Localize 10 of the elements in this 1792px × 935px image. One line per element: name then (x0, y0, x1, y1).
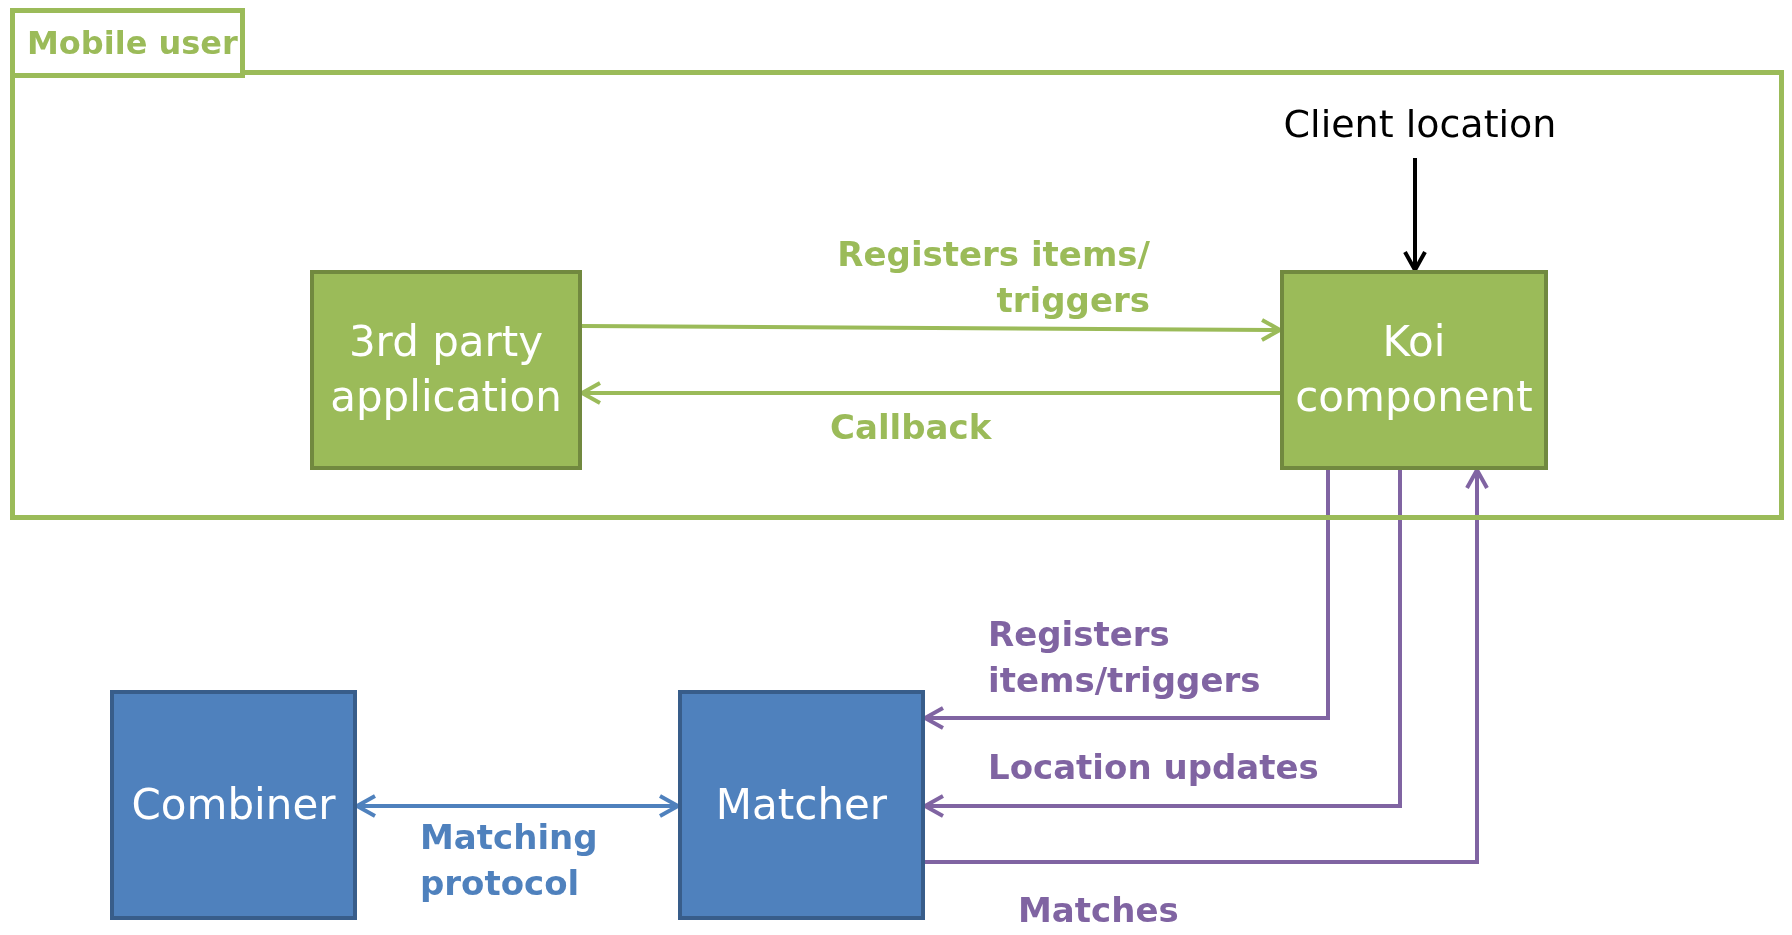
group-frame (10, 8, 1784, 520)
arrow (1403, 158, 1427, 272)
process-box: Combiner (110, 690, 357, 920)
process-box: Koi component (1280, 270, 1548, 470)
process-box: Matcher (678, 690, 925, 920)
arrow (925, 468, 1489, 864)
process-box: 3rd party application (310, 270, 582, 470)
group-title: Mobile user (10, 8, 245, 78)
input-label: Client location (1270, 98, 1570, 150)
arrow (582, 317, 1282, 342)
